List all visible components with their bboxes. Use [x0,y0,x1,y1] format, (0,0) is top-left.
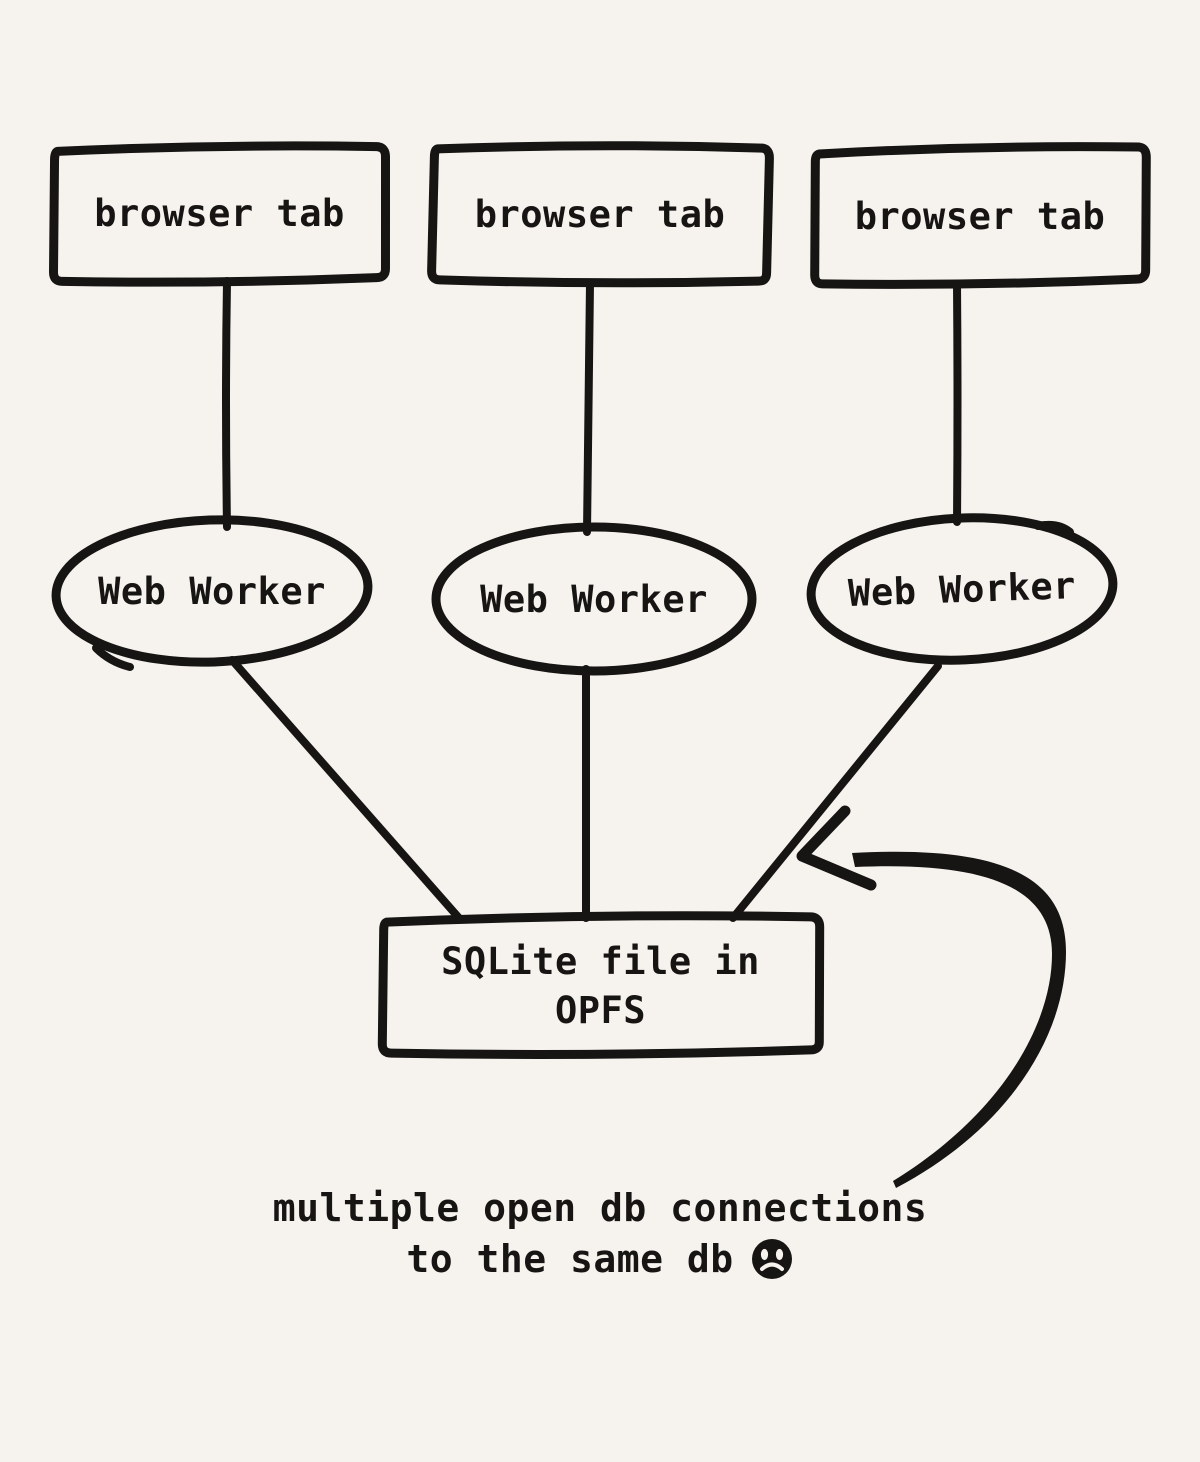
edge-tab3-worker3 [953,280,962,526]
edge-tab2-worker2 [583,279,594,536]
caption-line2-row: to the same db [0,1233,1200,1285]
sqlite-label: SQLite file in OPFS [381,917,820,1054]
web-worker-label-3: Web Worker [847,563,1077,615]
caption-line2-text: to the same db [406,1237,734,1281]
annotation-arrowhead [796,805,877,891]
web-worker-ellipse-3 [806,513,1118,665]
browser-tab-box-3 [810,142,1151,289]
web-worker-ellipse-1-overlap [92,644,134,671]
sqlite-box [377,911,825,1059]
sad-face-icon [751,1239,792,1279]
browser-tab-label-1: browser tab [94,192,345,235]
web-worker-ellipse-1 [51,515,373,667]
browser-tab-label-3: browser tab [854,194,1106,238]
edge-worker3-sqlite [729,662,942,922]
web-worker-label-2: Web Worker [480,577,708,621]
edge-worker1-sqlite [228,656,463,922]
edge-tab1-worker1 [222,277,231,531]
web-worker-ellipse-3-overlap [1034,520,1074,536]
annotation-arrow-curve [852,851,1066,1188]
browser-tab-label-2: browser tab [474,193,726,236]
browser-tab-box-2 [427,141,774,288]
web-worker-ellipse-2 [431,522,757,676]
sqlite-label-line1: SQLite file in [441,939,760,983]
caption-line1: multiple open db connections [272,1186,928,1230]
sqlite-label-line2: OPFS [554,988,647,1032]
caption: multiple open db connections to the same… [0,1184,1200,1285]
web-worker-label-1: Web Worker [98,569,326,613]
browser-tab-box-1 [49,141,391,287]
